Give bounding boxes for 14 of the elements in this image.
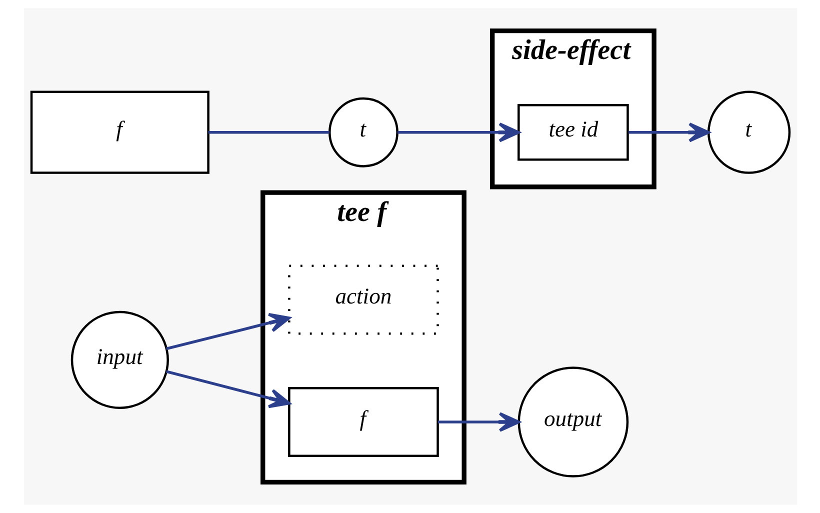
connector <box>208 130 329 134</box>
arrow <box>165 370 290 408</box>
node-circle: output <box>517 366 628 478</box>
node-box: tee id <box>517 104 628 161</box>
arrow <box>397 122 520 142</box>
arrow <box>628 122 710 142</box>
arrow <box>166 312 290 350</box>
node-box: f <box>30 90 209 174</box>
node-circle: input <box>70 310 168 409</box>
arrow <box>437 412 520 432</box>
node-box: action <box>288 264 438 335</box>
node-box: f <box>288 387 438 457</box>
node-circle: t <box>328 97 398 168</box>
node-circle: t <box>706 90 790 174</box>
